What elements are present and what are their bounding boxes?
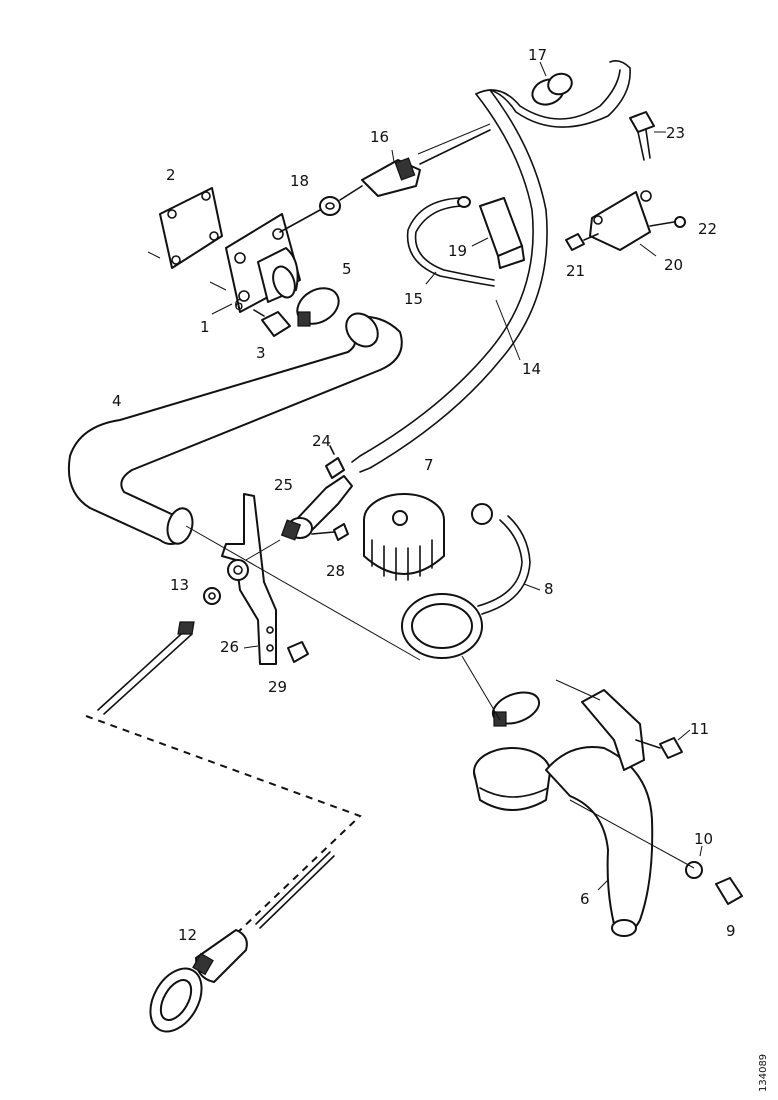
callout-29: 29 bbox=[268, 678, 287, 696]
gasket-plate bbox=[147, 187, 223, 269]
mount-bracket-20 bbox=[589, 190, 657, 257]
bracket-11 bbox=[581, 689, 691, 771]
hose-clamp-lower bbox=[491, 691, 541, 727]
callout-23: 23 bbox=[666, 124, 685, 142]
callout-15: 15 bbox=[404, 290, 423, 308]
filler-cap-7 bbox=[363, 493, 445, 581]
callout-1: 1 bbox=[200, 318, 210, 336]
grommet-17 bbox=[531, 61, 573, 106]
bolt-23 bbox=[629, 111, 666, 161]
callout-8: 8 bbox=[544, 580, 554, 598]
screw-29 bbox=[287, 641, 309, 663]
callout-26: 26 bbox=[220, 638, 239, 656]
callout-12: 12 bbox=[178, 926, 197, 944]
callout-20: 20 bbox=[664, 256, 683, 274]
filler-neck-6 bbox=[473, 746, 654, 937]
vent-hose-14 bbox=[351, 60, 631, 473]
callout-16: 16 bbox=[370, 128, 389, 146]
washer-13 bbox=[203, 587, 221, 605]
callout-17: 17 bbox=[528, 46, 547, 64]
screw-washer-9-10 bbox=[685, 845, 743, 905]
dipstick-rod bbox=[85, 621, 362, 935]
washer-18 bbox=[279, 185, 363, 233]
bracket-26 bbox=[221, 493, 277, 665]
callout-7: 7 bbox=[424, 456, 434, 474]
bolt-21 bbox=[565, 233, 599, 251]
assembly-lines bbox=[185, 123, 695, 869]
dipstick-handle-12 bbox=[149, 929, 248, 1033]
main-hose bbox=[68, 312, 403, 545]
callout-18: 18 bbox=[290, 172, 309, 190]
callout-11: 11 bbox=[690, 720, 709, 738]
callout-labels: 1 2 3 4 5 6 6 7 8 9 10 11 12 13 14 15 16… bbox=[112, 46, 736, 944]
washer-22 bbox=[649, 216, 686, 228]
callout-24: 24 bbox=[312, 432, 331, 450]
callout-21: 21 bbox=[566, 262, 585, 280]
callout-9: 9 bbox=[726, 922, 736, 940]
screw-28 bbox=[311, 523, 349, 541]
callout-25: 25 bbox=[274, 476, 293, 494]
bracket-19 bbox=[471, 197, 525, 269]
callout-14: 14 bbox=[522, 360, 541, 378]
callout-22: 22 bbox=[698, 220, 717, 238]
callout-2: 2 bbox=[166, 166, 176, 184]
callout-28: 28 bbox=[326, 562, 345, 580]
callout-6-neck: 6 bbox=[580, 890, 590, 908]
callout-10: 10 bbox=[694, 830, 713, 848]
ring-strap-8 bbox=[401, 503, 541, 659]
fitting-16 bbox=[361, 129, 491, 197]
figure-reference-number: 134089 bbox=[758, 1054, 769, 1092]
cable-15 bbox=[406, 196, 495, 287]
flange-pipe-stub bbox=[209, 213, 301, 315]
callout-19: 19 bbox=[448, 242, 467, 260]
callout-5: 5 bbox=[342, 260, 352, 278]
fittings-24-25 bbox=[280, 445, 353, 541]
callout-3: 3 bbox=[256, 344, 266, 362]
callout-13: 13 bbox=[170, 576, 189, 594]
bolt-3 bbox=[253, 309, 291, 337]
callout-6-flange: 6 bbox=[234, 296, 244, 314]
hose-clamp-5 bbox=[296, 287, 340, 327]
callout-4: 4 bbox=[112, 392, 122, 410]
